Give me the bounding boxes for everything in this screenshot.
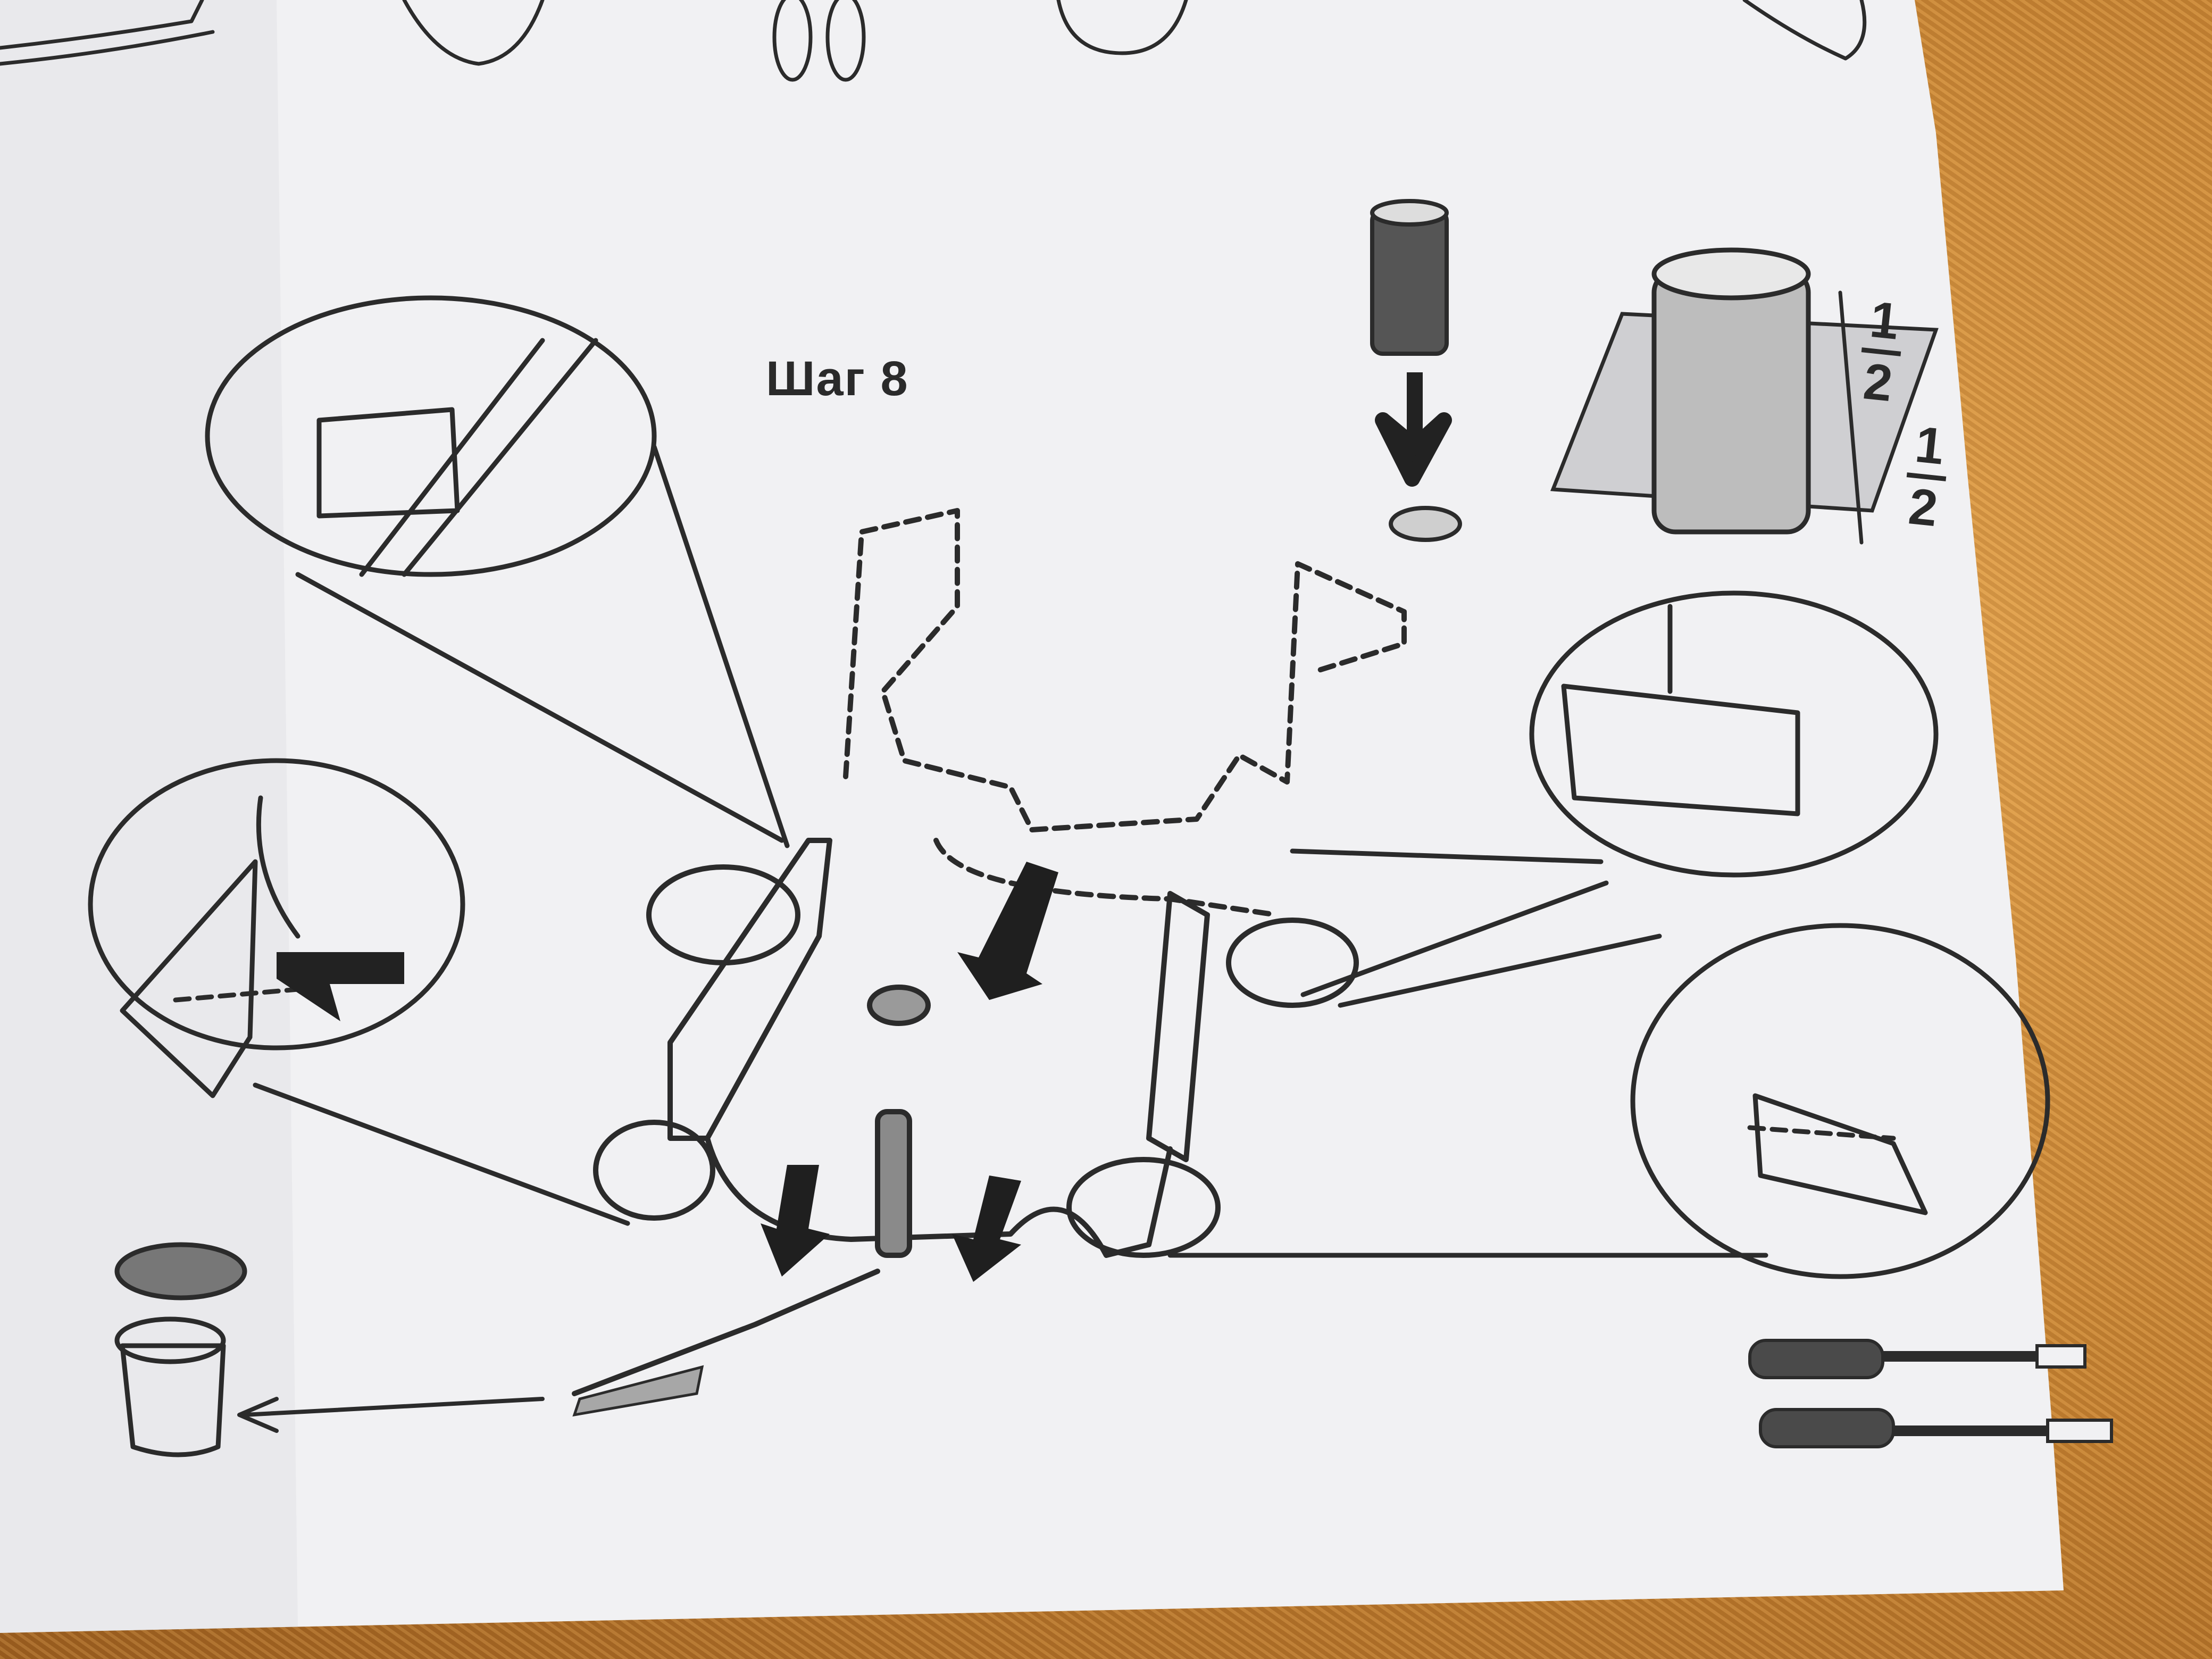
fraction-numerator: 1 xyxy=(1867,290,1902,351)
screwdriver-icon xyxy=(1748,1339,2086,1379)
zoom-circle-top-left xyxy=(205,295,790,848)
screw-depth-detail xyxy=(1550,247,1939,545)
fraction-denominator: 2 xyxy=(1860,353,1896,413)
movement-arrow xyxy=(237,1397,545,1433)
screw-icon xyxy=(1370,199,1449,356)
screwdriver-icon xyxy=(1759,1408,2113,1448)
paper-sheet xyxy=(0,0,2064,1633)
fraction-numerator: 1 xyxy=(1913,415,1947,476)
hole-ring xyxy=(1389,506,1462,542)
zoom-circle-right-bottom xyxy=(1167,923,2050,1279)
insert-arrow-center xyxy=(957,862,1058,1000)
zoom-arrow-left xyxy=(277,952,404,1021)
paper-shadow xyxy=(0,0,298,1633)
fraction-denominator: 2 xyxy=(1906,478,1941,538)
down-arrow-icon xyxy=(1375,372,1452,487)
wood-chip xyxy=(572,1365,704,1417)
insert-arrow-bottom-right xyxy=(952,1176,1021,1282)
zoom-circle-left xyxy=(88,758,630,1226)
insert-arrow-bottom-left xyxy=(761,1165,830,1277)
step-label: Шаг 8 xyxy=(766,352,909,406)
dowel-cap-icon xyxy=(114,1242,247,1457)
main-assembly-drawing xyxy=(572,508,1407,1396)
previous-step-fragments xyxy=(0,0,1867,82)
